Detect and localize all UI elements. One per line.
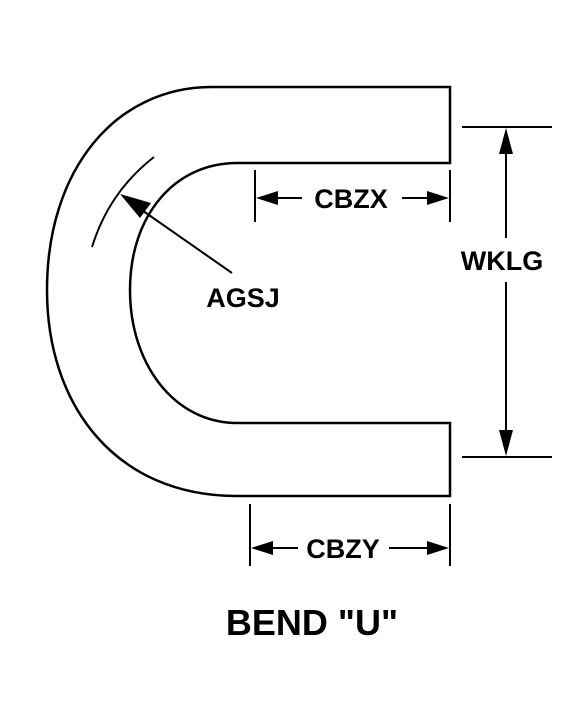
cbzy-label: CBZY	[306, 534, 380, 564]
radius-arrowhead	[120, 194, 151, 218]
radius-arc	[91, 156, 155, 248]
u-bend-outline	[45, 85, 452, 498]
cbzy-arrow-left	[251, 541, 273, 555]
wklg-arrow-top	[499, 128, 513, 154]
diagram-title: BEND "U"	[226, 602, 398, 643]
agsj-label: AGSJ	[206, 283, 280, 313]
radius-leader	[135, 205, 233, 274]
wklg-arrow-bottom	[499, 430, 513, 456]
cbzx-label: CBZX	[314, 184, 388, 214]
cbzy-arrow-right	[427, 541, 449, 555]
wklg-label: WKLG	[461, 246, 543, 276]
cbzx-arrow-left	[256, 191, 278, 205]
cbzx-arrow-right	[427, 191, 449, 205]
